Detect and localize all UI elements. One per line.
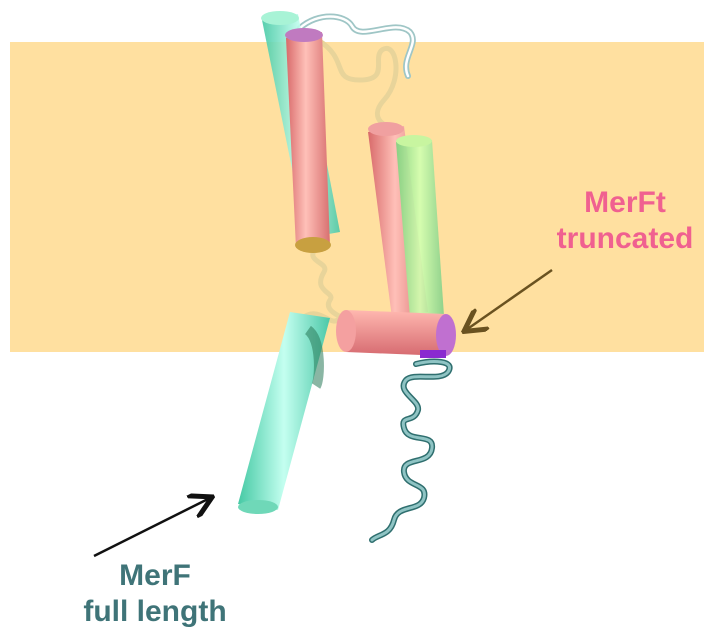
arrow-full-length: [93, 498, 210, 558]
loop-upper: [316, 37, 399, 130]
membrane-slab: [10, 42, 704, 352]
label-merft-line2: truncated: [556, 222, 694, 255]
helix-1-pink: [285, 28, 331, 253]
c-terminal-coil: [369, 358, 453, 543]
label-merf-line2: full length: [83, 595, 227, 628]
label-merft-truncated: MerFt truncated: [540, 185, 710, 257]
helix-2-green: [396, 135, 444, 318]
helix-horizontal-pink: [336, 310, 456, 358]
label-merft-line1: MerFt: [584, 186, 666, 219]
loop-middle: [310, 246, 352, 325]
label-merf-full-length: MerF full length: [60, 558, 250, 630]
helix-3-cyan: [238, 312, 330, 514]
arrow-truncated: [466, 268, 553, 330]
label-merf-line1: MerF: [119, 559, 191, 592]
